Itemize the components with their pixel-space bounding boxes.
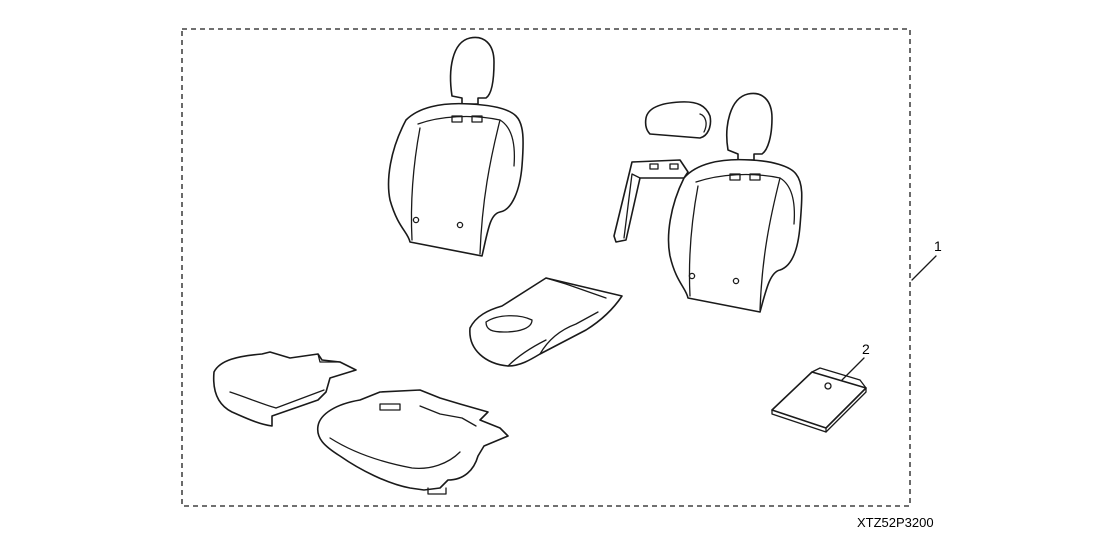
callout-1: 1: [911, 238, 942, 281]
right-seat-cushion-cover: [316, 389, 509, 495]
left-seat-cushion-cover: [212, 351, 357, 427]
instruction-booklet: [771, 367, 867, 433]
center-console-cover: [469, 277, 623, 367]
callout-1-label: 1: [934, 238, 942, 254]
kit-boundary-box: [181, 28, 911, 507]
callout-2: 2: [841, 341, 870, 381]
figure-code: XTZ52P3200: [857, 515, 934, 530]
callout-2-label: 2: [862, 341, 870, 357]
left-seatback-cover: [387, 36, 524, 257]
right-seatback-cover: [613, 92, 803, 313]
